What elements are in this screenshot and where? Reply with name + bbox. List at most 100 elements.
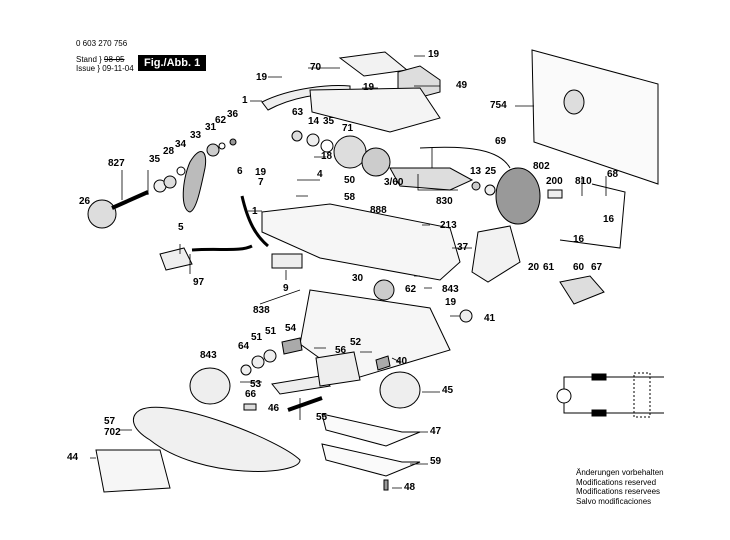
callout-19: 19 [363,82,375,93]
figure-label: Fig./Abb. 1 [138,55,207,71]
part-belt-33 [182,151,207,213]
part-gear-71 [333,135,367,169]
part-bearing-14 [306,133,320,147]
callout-26: 26 [79,196,91,207]
callout-19: 19 [256,72,268,83]
callout-6: 6 [237,166,243,177]
part-gear-26 [87,199,117,229]
callout-54: 54 [285,323,297,334]
part-dust-box-44 [95,449,171,493]
callout-810: 810 [575,176,592,187]
part-gear-60 [361,147,391,177]
part-field-802 [495,167,541,225]
callout-70: 70 [310,62,322,73]
callout-20: 20 [528,262,540,273]
part-washer-62 [218,142,226,150]
callout-35: 35 [323,116,335,127]
part-roller-843 [189,367,231,405]
issue-label: Issue [76,64,96,73]
callout-66: 66 [245,389,257,400]
callout-30: 30 [352,273,364,284]
stand-value: 98-05 [104,55,125,64]
part-bearing-28 [163,175,177,189]
callout-48: 48 [404,482,416,493]
part-cover-70 [338,51,409,77]
part-pin-46 [287,396,323,412]
part-plate-52 [315,351,361,387]
part-bag-port [563,89,585,115]
callout-35: 35 [149,154,161,165]
callout-19: 19 [255,167,267,178]
callout-71: 71 [342,123,354,134]
callout-69: 69 [495,136,507,147]
callout-888: 888 [370,205,387,216]
callout-53: 53 [250,379,262,390]
callout-213: 213 [440,220,457,231]
part-screw-48 [383,479,389,491]
callout-14: 14 [308,116,320,127]
callout-19: 19 [445,297,457,308]
part-label-9 [271,253,303,269]
callout-51: 51 [251,332,263,343]
callout-16: 16 [603,214,615,225]
callout-25: 25 [485,166,497,177]
callout-97: 97 [193,277,205,288]
callout-19: 19 [428,49,440,60]
callout-830: 830 [436,196,453,207]
callout-28: 28 [163,146,175,157]
part-lever-53 [271,375,332,395]
callout-200: 200 [546,176,563,187]
part-plate-47 [321,413,421,447]
part-number: 0 603 270 756 [76,39,128,48]
callout-7: 7 [258,177,264,188]
part-cover-37 [471,225,521,283]
callout-33: 33 [190,130,202,141]
callout-63: 63 [292,107,304,118]
callout-37: 37 [457,242,469,253]
callout-62: 62 [405,284,417,295]
callout-44: 44 [67,452,79,463]
callout-50: 50 [344,175,356,186]
leader-lines [90,55,607,489]
callout-31: 31 [205,122,217,133]
part-bearing-51b [263,349,277,363]
part-bearing-13 [471,181,481,191]
issue-value: 09-11-04 [102,64,134,73]
callout-62: 62 [215,115,227,126]
callout-40: 40 [396,356,408,367]
part-shaft-827 [111,190,149,210]
callout-51: 51 [265,326,277,337]
callout-1: 1 [242,95,248,106]
part-pad-66 [243,403,257,411]
part-roller-45 [379,371,421,409]
part-knob-67 [559,275,605,305]
part-wire-69 [419,146,511,169]
part-ring-35 [320,139,334,153]
callout-702: 702 [104,427,121,438]
callout-45: 45 [442,385,454,396]
part-nut-36 [229,138,237,146]
part-spring-40 [375,355,391,371]
callout-52: 52 [350,337,362,348]
part-spring-54 [281,337,303,355]
callout-56: 56 [335,345,347,356]
callout-34: 34 [175,139,187,150]
callout-68: 68 [607,169,619,180]
callout-843: 843 [442,284,459,295]
callout-4: 4 [317,169,323,180]
revision-block: Stand } 98-05 Issue } 09-11-04 [76,55,134,73]
callout-16: 16 [573,234,585,245]
part-brush-200 [547,189,563,199]
callout-843: 843 [200,350,217,361]
callout-1: 1 [252,206,258,217]
callout-46: 46 [268,403,280,414]
callout-61: 61 [543,262,555,273]
wiring-diagram [556,372,664,418]
callout-802: 802 [533,161,550,172]
part-ring-34 [176,166,186,176]
part-cord [191,244,253,252]
callout-64: 64 [238,341,250,352]
part-cable-6 [240,195,269,248]
part-plug-5 [159,247,193,271]
